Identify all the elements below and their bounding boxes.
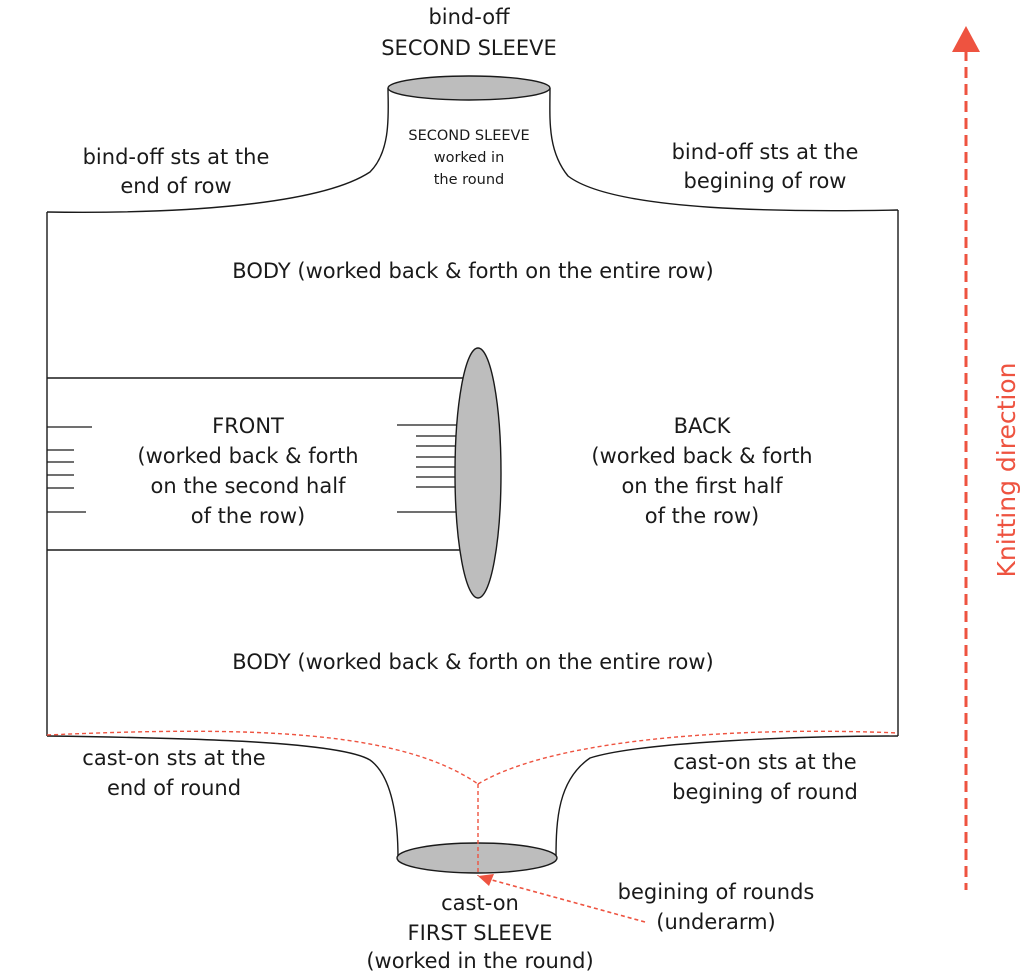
caston-begin-line2: begining of round bbox=[672, 780, 858, 804]
bindoff-end-line2: end of row bbox=[120, 174, 231, 198]
label-caston-begin: cast-on sts at the begining of round bbox=[672, 750, 858, 804]
first-sleeve-left-flare bbox=[46, 735, 399, 859]
label-bottom-caston: cast-on FIRST SLEEVE (worked in the roun… bbox=[366, 891, 593, 973]
label-front: FRONT (worked back & forth on the second… bbox=[137, 414, 358, 528]
label-second-sleeve-inner: SECOND SLEEVE worked in the round bbox=[408, 128, 529, 188]
label-caston-end: cast-on sts at the end of round bbox=[82, 746, 265, 800]
top-bindoff-line2: SECOND SLEEVE bbox=[381, 36, 557, 60]
label-back: BACK (worked back & forth on the first h… bbox=[591, 414, 812, 528]
bindoff-begin-line2: begining of row bbox=[684, 169, 847, 193]
front-line1: FRONT bbox=[212, 414, 284, 438]
label-bindoff-end: bind-off sts at the end of row bbox=[83, 145, 270, 198]
left-stitch-marks bbox=[47, 426, 92, 513]
caston-end-line2: end of round bbox=[107, 776, 241, 800]
bindoff-end-line1: bind-off sts at the bbox=[83, 145, 270, 169]
body-top-label: BODY (worked back & forth on the entire … bbox=[232, 259, 713, 283]
top-bindoff-line1: bind-off bbox=[428, 5, 510, 29]
armhole-stitch-marks bbox=[397, 424, 462, 513]
label-bindoff-begin: bind-off sts at the begining of row bbox=[672, 140, 859, 193]
back-line1: BACK bbox=[674, 414, 732, 438]
shape-outlines bbox=[46, 87, 899, 859]
body-bottom-label: BODY (worked back & forth on the entire … bbox=[232, 650, 713, 674]
second-sleeve-opening bbox=[387, 75, 551, 101]
cast-on-dashed-lines bbox=[46, 730, 899, 876]
second-sleeve-left-flare bbox=[46, 87, 389, 213]
label-top-bindoff: bind-off SECOND SLEEVE bbox=[381, 5, 557, 60]
bindoff-begin-line1: bind-off sts at the bbox=[672, 140, 859, 164]
first-sleeve-opening bbox=[396, 842, 558, 874]
first-sleeve-right-flare bbox=[555, 735, 899, 859]
begin-rounds-arrow bbox=[478, 874, 646, 923]
second-sleeve-inner-line3: the round bbox=[434, 172, 505, 188]
armhole-opening bbox=[454, 347, 502, 599]
caston-end-line1: cast-on sts at the bbox=[82, 746, 265, 770]
back-line4: of the row) bbox=[645, 504, 759, 528]
caston-begin-line1: cast-on sts at the bbox=[673, 750, 856, 774]
front-line4: of the row) bbox=[191, 504, 305, 528]
begin-rounds-line2: (underarm) bbox=[656, 910, 775, 934]
knitting-direction-label: Knitting direction bbox=[992, 363, 1021, 578]
second-sleeve-inner-line1: SECOND SLEEVE bbox=[408, 128, 529, 144]
begin-rounds-line1: begining of rounds bbox=[618, 880, 815, 904]
front-line2: (worked back & forth bbox=[137, 444, 358, 468]
knitting-direction-arrow bbox=[952, 26, 980, 890]
bottom-caston-line3: (worked in the round) bbox=[366, 949, 593, 973]
bottom-caston-line2: FIRST SLEEVE bbox=[408, 921, 553, 945]
bottom-caston-line1: cast-on bbox=[441, 891, 519, 915]
second-sleeve-inner-line2: worked in bbox=[434, 150, 505, 166]
back-line2: (worked back & forth bbox=[591, 444, 812, 468]
second-sleeve-right-flare bbox=[549, 87, 899, 212]
label-begin-rounds: begining of rounds (underarm) bbox=[618, 880, 815, 934]
front-line3: on the second half bbox=[151, 474, 347, 498]
back-line3: on the first half bbox=[621, 474, 783, 498]
